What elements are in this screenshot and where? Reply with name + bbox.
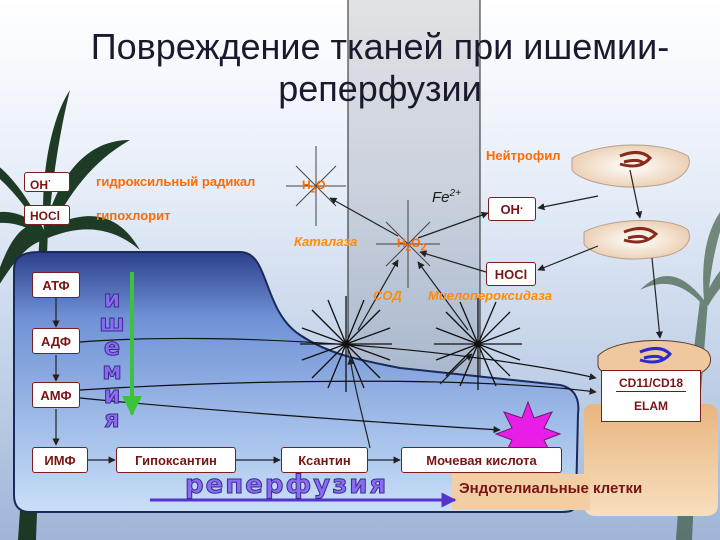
h2o-main: H xyxy=(302,178,311,192)
endothelial-panel xyxy=(584,404,718,516)
arrow-hocl-to-h2o2 xyxy=(419,250,487,273)
adhesion-separator xyxy=(616,391,686,392)
reperfusion-label: реперфузия xyxy=(184,470,389,501)
chain-hypoxanthine: Гипоксантин xyxy=(116,447,236,473)
h2o2-main: H xyxy=(397,236,406,250)
endothelial-label-bg xyxy=(452,474,590,510)
arrow-superoxide-to-h2o2 xyxy=(417,261,469,331)
species-oh-box: OH· xyxy=(488,197,536,221)
page-title: Повреждение тканей при ишемии-реперфузии xyxy=(90,26,670,109)
arrow-adf-to-adhesion xyxy=(79,337,597,381)
arrow-xanthine-to-superoxide xyxy=(347,357,371,449)
arrow-amf-to-adhesion xyxy=(79,380,597,395)
chain-uric-acid: Мочевая кислота xyxy=(401,447,562,473)
oh-symbol: OH xyxy=(500,201,520,217)
legend-hocl-box: HOCl xyxy=(24,205,70,225)
arrow-neutrophil-to-endo xyxy=(651,257,663,339)
chain-adf: АДФ xyxy=(32,328,80,354)
species-h2o: H2O xyxy=(302,178,326,195)
ischemia-label: ишемия xyxy=(98,285,127,430)
h2o-tail: O xyxy=(316,178,326,192)
fe-sup: 2+ xyxy=(449,188,461,199)
legend-hocl-symbol: HOCl xyxy=(30,209,60,223)
endothelial-label: Эндотелиальные клетки xyxy=(459,480,643,497)
legend-oh-symbol: OH xyxy=(30,178,48,192)
species-hocl-box: HOCl xyxy=(486,262,536,286)
legend-hocl-text: гипохлорит xyxy=(96,208,171,223)
h2o2-sub2: 2 xyxy=(420,242,427,254)
fe-symbol: Fe xyxy=(432,189,450,206)
neutrophil-cell-2 xyxy=(583,219,690,260)
arrow-neutro-to-hocl xyxy=(537,245,599,271)
arrow-sod xyxy=(357,259,399,331)
chain-atf: АТФ xyxy=(32,272,80,298)
arrow-neutro-to-oh xyxy=(537,195,599,211)
enzyme-mpo: Миелопероксидаза xyxy=(428,288,552,303)
h2o2-sub1: 2 xyxy=(405,242,412,254)
h2o-sub: 2 xyxy=(310,184,317,196)
species-fe: Fe2+ xyxy=(432,188,461,206)
chain-amf: АМФ xyxy=(32,382,80,408)
chain-imf: ИМФ xyxy=(32,447,88,473)
adhesion-molecules-box: CD11/CD18 ELAM xyxy=(601,370,701,422)
neutrophil-cell-1 xyxy=(571,144,690,188)
h2o2-mid: O xyxy=(411,236,421,250)
arrow-neutrophil-to-next xyxy=(629,169,643,219)
species-h2o2: H2O2 xyxy=(397,236,426,253)
adhesion-line2: ELAM xyxy=(634,399,668,413)
enzyme-sod: СОД xyxy=(373,288,402,303)
arrow-h2o2-to-oh xyxy=(417,211,489,239)
legend-oh-sup: · xyxy=(48,176,52,187)
hocl-symbol: HOCl xyxy=(494,266,528,282)
neutrophil-label: Нейтрофил xyxy=(486,148,561,163)
oh-sup: · xyxy=(519,203,524,215)
enzyme-catalase: Каталаза xyxy=(294,234,358,249)
adhesion-line1: CD11/CD18 xyxy=(618,376,684,390)
chain-xanthine: Ксантин xyxy=(281,447,368,473)
starburst-h2o2 xyxy=(376,200,440,288)
arrow-h2o2-to-h2o xyxy=(329,197,399,237)
legend-oh-box: OH· xyxy=(24,172,70,192)
legend-oh-text: гидроксильный радикал xyxy=(96,174,256,189)
